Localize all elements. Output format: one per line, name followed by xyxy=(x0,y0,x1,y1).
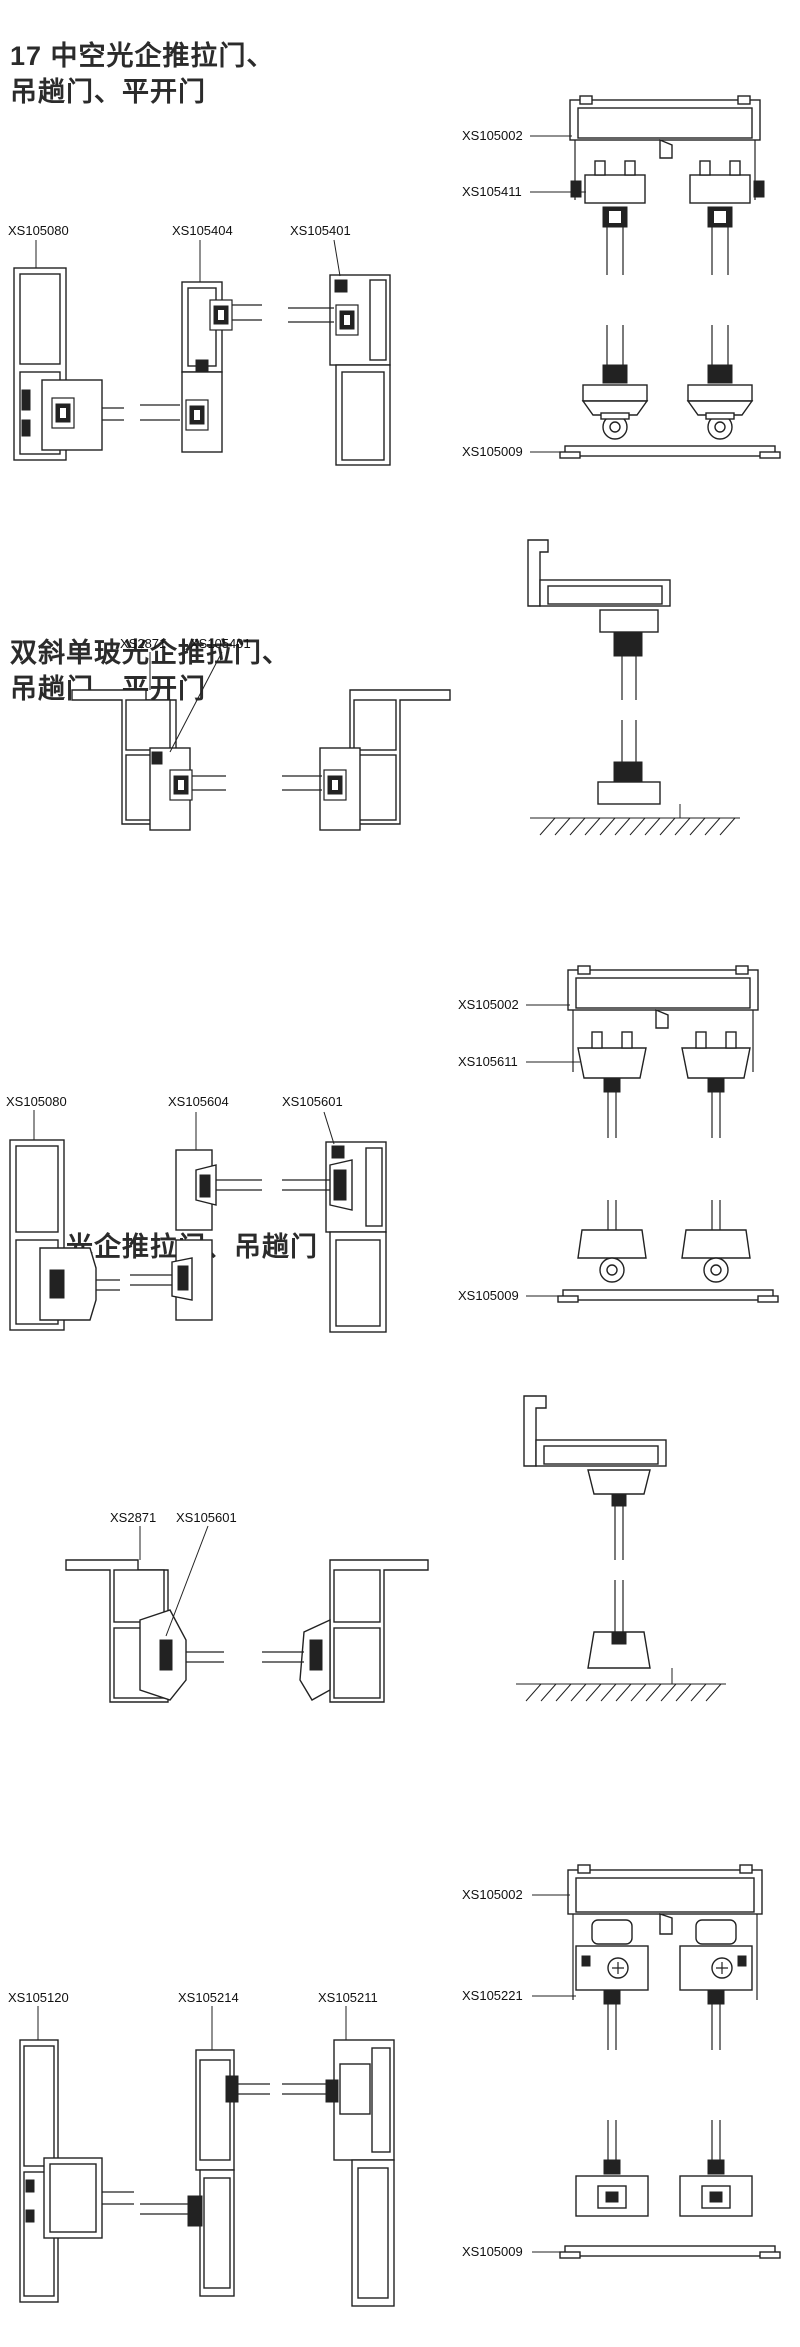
s3-top-rail xyxy=(567,1864,763,2000)
s2-lower-frame xyxy=(65,1559,224,1703)
section-1-drawings: XS105002 XS105411 XS105009 XS105080 xyxy=(8,95,781,836)
section-3-drawings: XS105002 XS105221 XS105009 XS105120 xyxy=(8,1864,781,2307)
s2-top-rail xyxy=(567,965,759,1072)
s3-label-frame: XS105120 xyxy=(8,1990,69,2005)
s3-frame-profile xyxy=(19,2039,134,2303)
s2-interlock-left xyxy=(130,1149,262,1321)
s1-frame-profile xyxy=(13,267,124,461)
s1-threshold-section xyxy=(527,539,740,819)
s2-label-lower-frame: XS2871 xyxy=(110,1510,156,1525)
s1-lower-frame xyxy=(71,689,226,831)
s1-label-lower-frame: XS2871 xyxy=(120,636,166,651)
s3-bottom-track xyxy=(564,2245,776,2257)
s1-lower-frame-right xyxy=(282,689,451,831)
s1-leaf-heads xyxy=(570,160,765,275)
s2-label-bottom-rail: XS105009 xyxy=(458,1288,519,1303)
s2-label-frame: XS105080 xyxy=(6,1094,67,1109)
s2-leaf-bottoms xyxy=(557,1200,779,1303)
s2-frame-profile xyxy=(9,1139,120,1331)
s3-label-mid-right: XS105211 xyxy=(318,1990,378,2005)
s2-label-top-rail: XS105002 xyxy=(458,997,519,1012)
s1-label-lower-leaf: XS105401 xyxy=(190,636,251,651)
s1-label-mid-left: XS105404 xyxy=(172,223,233,238)
s1-bottom-track xyxy=(564,445,776,457)
s1-floor-hatch xyxy=(530,817,740,836)
section-1-title-line2: 吊趟门、平开门 xyxy=(10,77,206,107)
s1-label-mid-right: XS105401 xyxy=(290,223,351,238)
s3-interlock-right xyxy=(282,2039,395,2307)
s2-label-mid-right: XS105601 xyxy=(282,1094,343,1109)
s2-floor-hatch xyxy=(516,1683,726,1702)
s2-label-mid-left: XS105604 xyxy=(168,1094,229,1109)
s1-interlock-right xyxy=(288,274,391,466)
s1-interlock-left xyxy=(140,281,262,453)
s1-leaf-bottoms xyxy=(559,325,781,459)
s1-label-leaf-profile: XS105411 xyxy=(462,184,522,199)
s2-bottom-track xyxy=(562,1289,774,1301)
s2-label-lower-leaf: XS105601 xyxy=(176,1510,237,1525)
s2-threshold-section xyxy=(523,1395,673,1684)
section-2-drawings: XS105002 XS105611 XS105009 XS105080 xyxy=(6,965,779,1703)
s2-label-leaf-profile: XS105611 xyxy=(458,1054,518,1069)
s1-top-rail xyxy=(569,95,761,200)
s1-label-frame: XS105080 xyxy=(8,223,69,238)
s2-interlock-right xyxy=(282,1141,387,1333)
section-1-title-line1: 17 中空光企推拉门、 xyxy=(10,41,275,71)
s3-leaf-bottoms xyxy=(559,2120,781,2259)
s2-leaf-heads xyxy=(577,1031,751,1138)
s3-interlock-left xyxy=(140,2049,270,2297)
s3-label-mid-left: XS105214 xyxy=(178,1990,239,2005)
s3-label-leaf-profile: XS105221 xyxy=(462,1988,523,2003)
s1-label-bottom-rail: XS105009 xyxy=(462,444,523,459)
s3-label-bottom-rail: XS105009 xyxy=(462,2244,523,2259)
s2-lower-frame-right xyxy=(262,1559,429,1703)
s3-leaf-heads xyxy=(575,1919,753,2050)
section-1-title: 17 中空光企推拉门、 吊趟门、平开门 xyxy=(10,38,275,110)
s1-label-top-rail: XS105002 xyxy=(462,128,523,143)
s3-label-top-rail: XS105002 xyxy=(462,1887,523,1902)
